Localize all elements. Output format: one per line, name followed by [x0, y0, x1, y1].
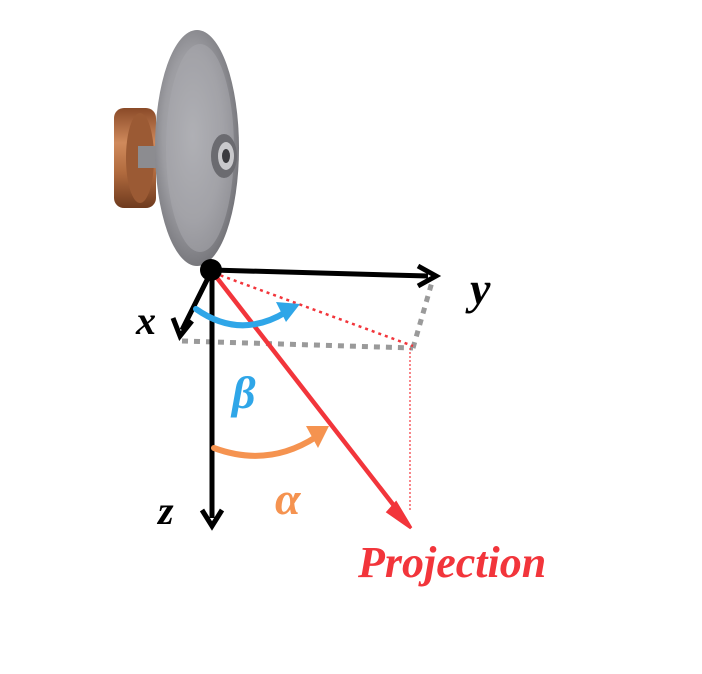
construction-lines	[181, 281, 435, 351]
projection-line	[212, 272, 404, 518]
projection-y-line	[410, 281, 435, 349]
projection-label: Projection	[357, 538, 546, 587]
x-axis-label: x	[135, 298, 156, 343]
projection-x-line	[181, 338, 414, 351]
alpha-label: α	[275, 473, 302, 524]
z-axis-arrowhead	[199, 508, 225, 531]
axes	[170, 263, 442, 531]
projection-arrowhead	[385, 500, 413, 530]
projection-xy-dotted-line	[213, 271, 414, 348]
beta-angle-arc	[193, 302, 300, 329]
z-axis-label: z	[156, 488, 174, 533]
y-axis-arrowhead	[416, 263, 442, 289]
y-axis	[211, 267, 429, 279]
wheel-photo-icon	[114, 30, 239, 266]
origin-dot-icon	[200, 259, 222, 281]
beta-label: β	[230, 367, 256, 418]
x-axis-arrowhead	[170, 317, 194, 341]
x-axis	[179, 272, 213, 332]
y-axis-label: y	[465, 263, 491, 314]
projection-vector	[212, 272, 413, 530]
projection-helper-lines	[213, 271, 414, 512]
alpha-angle-arc	[211, 426, 329, 459]
